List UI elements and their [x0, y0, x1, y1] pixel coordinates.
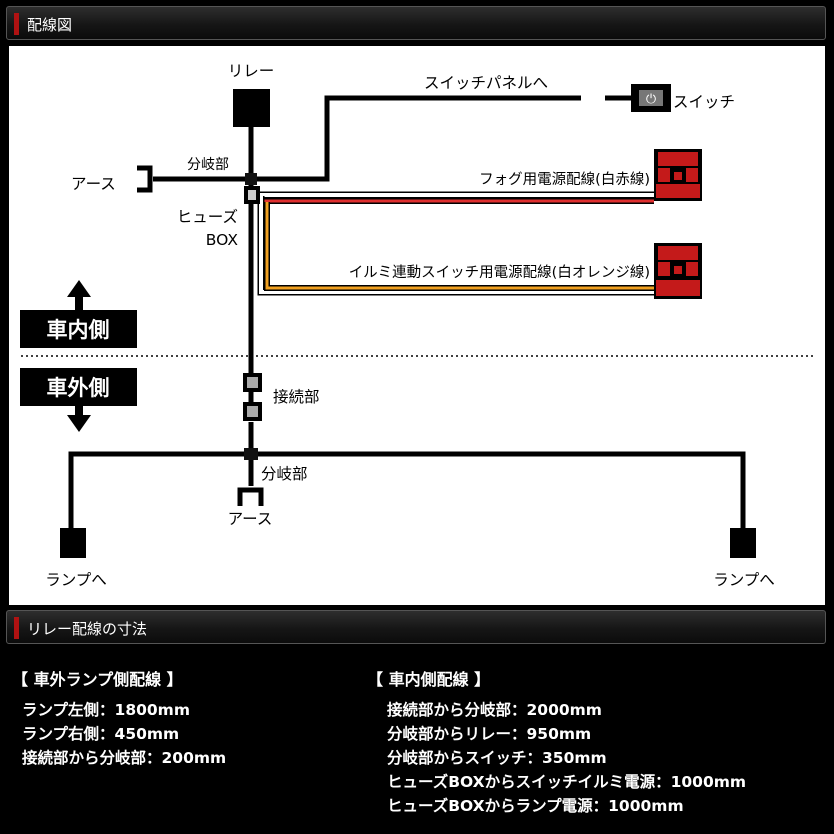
lamp-wire	[68, 451, 746, 529]
switch-panel-wire	[251, 95, 581, 182]
earth-bracket-top	[137, 165, 153, 193]
lamp-plug-right	[730, 528, 756, 558]
header-accent	[14, 13, 19, 35]
lamp-plug-left	[60, 528, 86, 558]
fuse-box-label-1: ヒューズ	[177, 208, 238, 226]
interior-dim-line: ヒューズBOXからランプ電源：1000mm	[387, 797, 684, 815]
fog-connector	[654, 149, 702, 201]
interior-dim-line: 分岐部からスイッチ：350mm	[387, 749, 607, 767]
branch-bottom-label: 分岐部	[261, 465, 308, 483]
exterior-label-box	[20, 368, 137, 406]
interior-dimensions: 【 車内側配線 】 接続部から分岐部：2000mm 分岐部からリレー：950mm…	[367, 666, 746, 818]
interior-dim-line: 接続部から分岐部：2000mm	[387, 701, 602, 719]
section-title-dimensions: リレー配線の寸法	[27, 620, 148, 638]
fog-wire-label: フォグ用電源配線(白赤線)	[479, 171, 650, 188]
wiring-diagram: ⏻ リレー スイッチパネルへ スイッチ アース 分岐部 ヒューズ BOX フォグ…	[9, 46, 825, 605]
lamp-right-label: ランプへ	[713, 571, 775, 589]
switch-panel-label: スイッチパネルへ	[424, 74, 548, 92]
diagram-labels: リレー スイッチパネルへ スイッチ アース 分岐部 ヒューズ BOX フォグ用電…	[45, 62, 775, 589]
branch-node-bottom	[244, 448, 258, 460]
wiring-diagram-svg: ⏻ リレー スイッチパネルへ スイッチ アース 分岐部 ヒューズ BOX フォグ…	[20, 62, 813, 589]
branch-top-label: 分岐部	[187, 157, 229, 173]
interior-dims-title: 【 車内側配線 】	[367, 670, 491, 689]
header-accent	[14, 617, 19, 639]
section-header-dimensions: リレー配線の寸法	[6, 610, 826, 644]
illumi-wire-label: イルミ連動スイッチ用電源配線(白オレンジ線)	[349, 264, 650, 281]
section-title-wiring: 配線図	[27, 16, 73, 34]
lamp-left-label: ランプへ	[45, 571, 107, 589]
interior-dim-line: 分岐部からリレー：950mm	[387, 725, 592, 743]
section-header-wiring: 配線図	[6, 6, 826, 40]
illumi-connector	[654, 243, 702, 299]
exterior-dim-line: ランプ左側：1800mm	[22, 701, 190, 719]
branch-node-top	[245, 173, 257, 185]
arrow-down-icon	[67, 415, 91, 432]
interior-dim-line: ヒューズBOXからスイッチイルミ電源：1000mm	[387, 773, 747, 791]
interior-label: 車内側	[47, 318, 110, 342]
fog-wire	[259, 191, 654, 204]
earth-bottom-label: アース	[228, 510, 273, 528]
exterior-dimensions: 【 車外ランプ側配線 】 ランプ左側：1800mm ランプ右側：450mm 接続…	[12, 666, 226, 770]
exterior-dim-line: ランプ右側：450mm	[22, 725, 180, 743]
wires	[68, 95, 746, 529]
fuse-box-label-2: BOX	[206, 231, 239, 249]
switch-label: スイッチ	[673, 93, 735, 111]
exterior-dims-title: 【 車外ランプ側配線 】	[12, 670, 183, 689]
power-icon: ⏻	[646, 92, 656, 107]
arrow-up-icon	[67, 280, 91, 297]
exterior-label: 車外側	[47, 376, 110, 400]
exterior-dim-line: 接続部から分岐部：200mm	[22, 749, 227, 767]
earth-brackets	[137, 165, 264, 506]
illumi-wire	[257, 196, 654, 296]
relay-box	[233, 89, 270, 127]
interior-label-box	[20, 310, 137, 348]
earth-bracket-bottom	[237, 487, 264, 506]
relay-label: リレー	[228, 62, 275, 80]
joint-label: 接続部	[273, 388, 320, 406]
earth-top-label: アース	[71, 175, 116, 193]
